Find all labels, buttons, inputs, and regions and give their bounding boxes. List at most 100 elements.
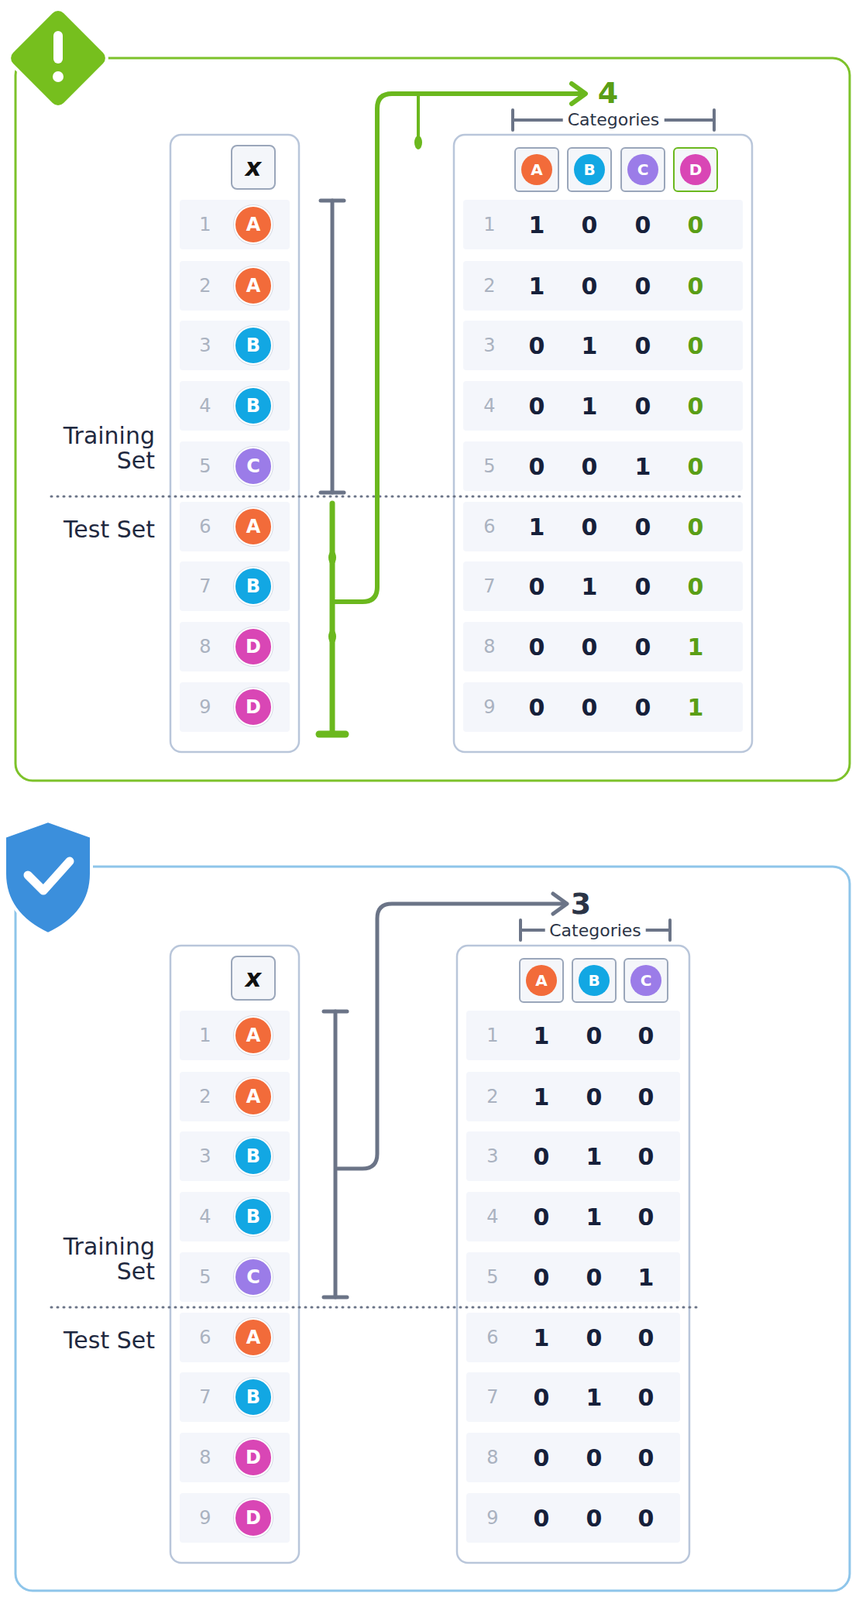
table-cell: 1 <box>533 1325 550 1351</box>
table-cell: 0 <box>638 1023 655 1049</box>
row-number: 5 <box>483 456 495 477</box>
art-stroke <box>668 920 672 941</box>
row-number: 6 <box>199 516 211 537</box>
table-frame <box>453 134 753 753</box>
node-text: A <box>525 965 557 997</box>
row-number: 7 <box>199 576 211 597</box>
table-cell: 0 <box>581 634 598 660</box>
node-text: B <box>246 334 261 357</box>
row-band <box>179 682 290 732</box>
row-band <box>179 261 290 311</box>
category-header: A <box>518 958 564 1004</box>
row-band <box>466 1252 681 1303</box>
row-number: 9 <box>483 697 495 718</box>
categories-bracket <box>520 920 670 941</box>
category-circle: B <box>233 1197 273 1237</box>
set-label: Training Set <box>38 423 155 473</box>
row-band <box>179 1372 290 1423</box>
table-cell: 0 <box>635 273 652 299</box>
table-cell: 0 <box>687 514 705 540</box>
table-frame <box>170 134 299 753</box>
row-band <box>179 1493 290 1543</box>
category-circle: C <box>233 446 273 486</box>
table-frame <box>170 945 299 1564</box>
art-stroke <box>320 491 344 495</box>
node-text: B <box>246 575 261 598</box>
art-stroke <box>712 109 716 131</box>
art-stroke <box>328 629 337 644</box>
row-band <box>179 1071 290 1122</box>
table-cell: 0 <box>638 1505 655 1532</box>
row-band <box>466 1432 681 1483</box>
node-text: B <box>246 395 261 417</box>
row-number: 4 <box>486 1206 499 1227</box>
node-text: B <box>246 1205 261 1228</box>
row-band <box>466 1192 681 1242</box>
table-cell: 0 <box>586 1023 603 1049</box>
table-cell: 0 <box>638 1084 655 1110</box>
row-band <box>179 320 290 371</box>
table-cell: 1 <box>533 1023 550 1049</box>
node-text: B <box>578 965 610 997</box>
row-number: 8 <box>199 1447 211 1468</box>
row-band <box>466 1372 681 1423</box>
table-cell: 0 <box>638 1384 655 1411</box>
table-cell: 0 <box>533 1505 550 1532</box>
table-cell: 0 <box>533 1384 550 1411</box>
node-text: D <box>245 696 262 719</box>
row-band <box>179 561 290 612</box>
row-band <box>463 561 743 612</box>
node-text: D <box>245 1446 262 1469</box>
category-header: C <box>623 958 669 1004</box>
table-cell: 0 <box>635 333 652 359</box>
split-line <box>51 495 743 499</box>
table-cell: 0 <box>581 514 598 540</box>
training-bracket <box>323 893 567 1298</box>
node-text: A <box>521 154 553 186</box>
row-band <box>466 1493 681 1543</box>
art-stroke <box>320 199 344 203</box>
row-band <box>463 682 743 732</box>
row-band <box>179 441 290 492</box>
table-frame <box>456 945 690 1564</box>
art-stroke <box>4 821 92 935</box>
table-cell: 0 <box>581 453 598 480</box>
node-text: A <box>246 274 262 297</box>
node-text: A <box>246 1024 262 1047</box>
table-cell: 0 <box>529 694 546 721</box>
table-cell: 0 <box>581 694 598 721</box>
row-number: 4 <box>199 1206 211 1227</box>
table-cell: 0 <box>529 333 546 359</box>
category-header: A <box>514 147 560 193</box>
table-cell: 0 <box>533 1445 550 1471</box>
categories-label: Categories <box>563 110 665 130</box>
table-cell: 0 <box>635 212 652 238</box>
table-cell: 0 <box>586 1084 603 1110</box>
art-stroke <box>27 861 70 891</box>
warning-icon <box>5 5 111 111</box>
table-cell: 0 <box>586 1325 603 1351</box>
row-band <box>179 1192 290 1242</box>
row-band <box>179 621 290 672</box>
category-circle: A <box>233 507 273 547</box>
row-band <box>463 381 743 431</box>
node-text: A <box>246 213 262 236</box>
panel-border <box>15 58 850 781</box>
category-circle: C <box>233 1257 273 1297</box>
table-cell: 0 <box>533 1144 550 1170</box>
table-cell: 1 <box>533 1084 550 1110</box>
row-number: 2 <box>483 275 495 296</box>
table-cell: 0 <box>635 514 652 540</box>
row-band <box>463 621 743 672</box>
table-cell: 1 <box>687 694 705 721</box>
header-box: x <box>230 955 276 1001</box>
row-number: 2 <box>486 1086 499 1107</box>
row-number: 8 <box>486 1447 499 1468</box>
table-cell: 0 <box>638 1445 655 1471</box>
row-number: 3 <box>199 335 211 356</box>
category-circle: B <box>233 326 273 365</box>
node-text: B <box>573 154 605 186</box>
category-circle: B <box>233 1137 273 1176</box>
art-stroke <box>330 200 335 493</box>
row-number: 6 <box>483 516 495 537</box>
